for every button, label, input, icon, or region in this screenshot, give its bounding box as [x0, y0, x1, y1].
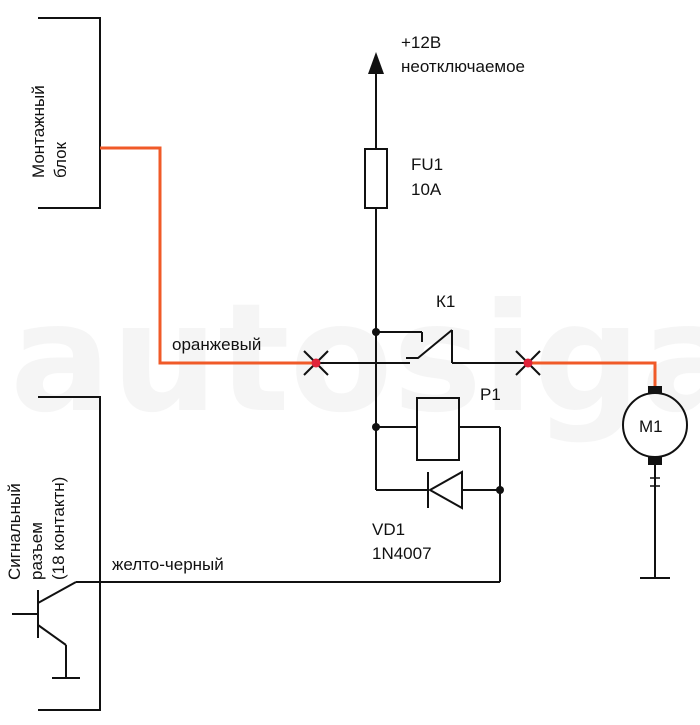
- relay-coil-name: Р1: [480, 385, 501, 404]
- transistor-collector: [37, 581, 77, 604]
- diode-triangle: [427, 470, 463, 510]
- watermark: autosiga.ru: [10, 272, 700, 446]
- mounting-block-label-line1: Монтажный: [29, 85, 48, 178]
- fuse-rating: 10А: [411, 180, 442, 199]
- fuse-fu1: [364, 148, 388, 209]
- orange-wire-left: [100, 146, 316, 365]
- motor-top-brush: [648, 386, 662, 394]
- yellow-black-wire-label: желто-черный: [112, 555, 224, 574]
- relay-coil-p1: [416, 397, 460, 461]
- relay-contact-name: К1: [436, 292, 455, 311]
- orange-wire-label: оранжевый: [172, 335, 261, 354]
- supply-note: неотключаемое: [401, 57, 525, 76]
- transistor-emitter: [37, 624, 67, 646]
- motor-name: М1: [639, 417, 663, 436]
- junction-dot: [372, 328, 380, 336]
- diode-name: VD1: [372, 520, 405, 539]
- junction-dot: [496, 486, 504, 494]
- mounting-block-box: [38, 17, 101, 209]
- supply-arrow-icon: [368, 52, 384, 74]
- signal-block-label-line3: (18 контактн): [49, 477, 68, 580]
- motor-bottom-brush: [648, 457, 662, 465]
- junction-dot: [372, 423, 380, 431]
- relay-contact-arm: [406, 329, 453, 359]
- signal-connector-box: [38, 396, 101, 711]
- fuse-name: FU1: [411, 155, 443, 174]
- break-dot-left: [311, 358, 321, 368]
- signal-block-label-line1: Сигнальный: [5, 483, 24, 580]
- diode-model: 1N4007: [372, 544, 432, 563]
- mounting-block-label-line2: блок: [51, 141, 70, 178]
- signal-block-label-line2: разъем: [27, 522, 46, 580]
- orange-wire-right: [528, 361, 657, 386]
- supply-label: +12В: [401, 33, 441, 52]
- break-dot-right: [523, 358, 533, 368]
